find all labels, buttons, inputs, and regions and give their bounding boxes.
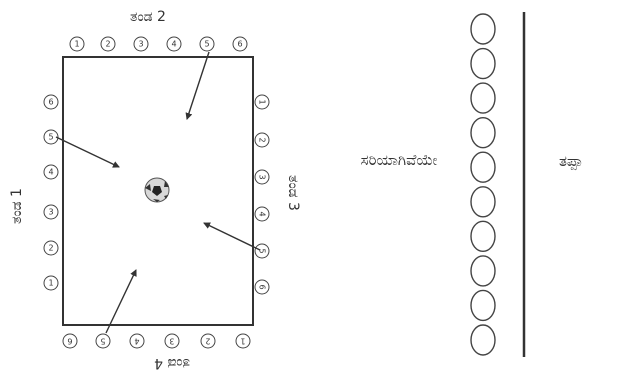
pass-arrow-right: [204, 223, 260, 250]
position-number: 3: [138, 40, 143, 49]
correct-label: ಸರಿಯಾಗಿವೆಯೇ: [361, 151, 438, 169]
position-marker-bottom-6: 1: [236, 334, 250, 348]
score-circle[interactable]: [471, 187, 495, 217]
team-label-top: ತಂಡ 2: [130, 9, 166, 25]
position-marker-bottom-3: 4: [130, 334, 144, 348]
position-marker-left-2: 5: [44, 130, 58, 144]
position-number: 1: [48, 279, 53, 288]
position-marker-top-1: 1: [70, 37, 84, 51]
position-marker-left-1: 6: [44, 95, 58, 109]
score-circle[interactable]: [471, 118, 495, 148]
position-number: 6: [67, 337, 72, 346]
position-marker-top-2: 2: [101, 37, 115, 51]
pass-arrow-left: [56, 137, 119, 167]
pass-arrow-bottom: [106, 270, 136, 333]
score-circle[interactable]: [471, 83, 495, 113]
team-label-bottom: ತಂಡ 4: [154, 355, 190, 371]
position-marker-bottom-1: 6: [63, 334, 77, 348]
position-number: 6: [48, 98, 53, 107]
score-circle[interactable]: [471, 49, 495, 79]
position-marker-right-6: 6: [255, 280, 269, 294]
score-circles: [471, 14, 495, 355]
position-marker-right-5: 5: [255, 244, 269, 258]
score-circle[interactable]: [471, 152, 495, 182]
wrong-label: ತಪ್ಪಾ: [559, 152, 583, 171]
position-number: 2: [258, 137, 267, 142]
position-number: 3: [48, 208, 53, 217]
team-label-left: ತಂಡ 1: [9, 188, 25, 224]
position-marker-top-3: 3: [134, 37, 148, 51]
pass-arrow-top: [187, 52, 209, 119]
position-marker-bottom-2: 5: [96, 334, 110, 348]
position-number: 6: [258, 284, 267, 289]
position-number: 5: [48, 133, 53, 142]
position-number: 3: [169, 337, 174, 346]
position-number: 4: [134, 337, 139, 346]
position-number: 6: [237, 40, 242, 49]
soccer-ball-icon: [145, 178, 169, 202]
position-number: 2: [205, 337, 210, 346]
position-marker-right-2: 2: [255, 133, 269, 147]
position-number: 4: [258, 211, 267, 216]
position-number: 2: [48, 244, 53, 253]
position-marker-right-3: 3: [255, 170, 269, 184]
position-number: 5: [204, 40, 209, 49]
position-marker-bottom-5: 2: [201, 334, 215, 348]
score-circle[interactable]: [471, 256, 495, 286]
position-number: 4: [171, 40, 176, 49]
position-marker-left-6: 1: [44, 276, 58, 290]
position-marker-left-3: 4: [44, 165, 58, 179]
position-marker-left-4: 3: [44, 205, 58, 219]
score-circle[interactable]: [471, 290, 495, 320]
score-circle[interactable]: [471, 221, 495, 251]
position-marker-bottom-4: 3: [165, 334, 179, 348]
position-number: 1: [240, 337, 245, 346]
position-marker-top-6: 6: [233, 37, 247, 51]
position-marker-top-4: 4: [167, 37, 181, 51]
score-circle[interactable]: [471, 14, 495, 44]
position-marker-right-1: 1: [255, 95, 269, 109]
position-number: 1: [258, 99, 267, 104]
position-number: 2: [105, 40, 110, 49]
team-label-right: ತಂಡ 3: [285, 175, 301, 211]
score-circle[interactable]: [471, 325, 495, 355]
position-number: 3: [258, 174, 267, 179]
position-marker-left-5: 2: [44, 241, 58, 255]
position-number: 4: [48, 168, 53, 177]
position-number: 1: [74, 40, 79, 49]
position-marker-top-5: 5: [200, 37, 214, 51]
position-marker-right-4: 4: [255, 207, 269, 221]
position-number: 5: [100, 337, 105, 346]
